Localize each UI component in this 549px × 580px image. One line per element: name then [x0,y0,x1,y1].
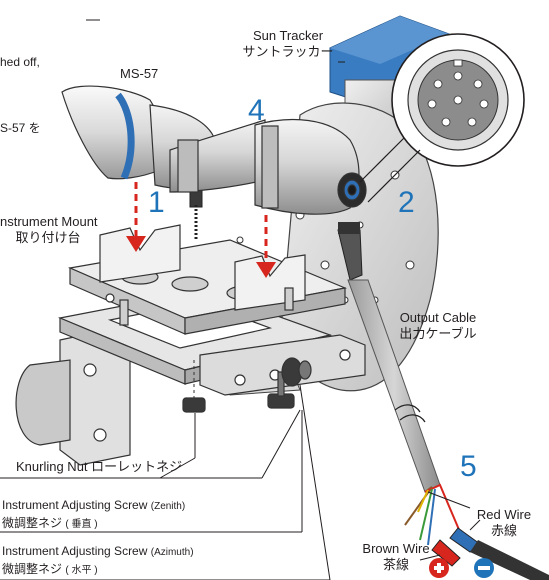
tracker-top-face [330,16,449,64]
knurling-nut [182,397,206,413]
output-cable-jp: 出力ケーブル [399,326,477,341]
red-wire-jp: 赤線 [490,523,517,538]
red-wire-en: Red Wire [476,507,532,522]
connector-zoom [359,33,525,203]
probe-brown [431,539,461,567]
knurling-nut-label: Knurling Nut ローレットネジ [16,459,183,474]
plus-icon [429,558,449,578]
zenith-screw-label: Instrument Adjusting Screw (Zenith) 微調整ネ… [2,497,362,533]
minus-icon [474,558,494,578]
zenith-jp-tag: ( 垂直 ) [65,519,98,530]
mount-en: nstrument Mount [0,214,98,229]
azimuth-jp-tag: ( 水平 ) [65,565,98,576]
brown-wire-jp: 茶線 [382,557,409,572]
ms57-instrument [61,85,367,215]
sun-tracker-jp: サントラッカー [242,44,334,59]
brown-wire-en: Brown Wire [362,541,430,556]
zenith-tag: (Zenith) [150,501,186,512]
azimuth-en: Instrument Adjusting Screw [2,544,148,558]
mount-jp: 取り付け台 [15,230,81,245]
sun-tracker-en: Sun Tracker [252,28,324,43]
azimuth-screw-label: Instrument Adjusting Screw (Azimuth) 微調整… [2,543,362,579]
step-2: 2 [398,186,415,219]
step-5: 5 [460,450,477,483]
top-left-text-2: S-57 を [0,121,41,135]
output-cable-en: Output Cable [399,310,477,325]
step-4: 4 [248,94,265,127]
v-block-left [99,224,181,283]
output-cable [337,222,549,580]
mount-label: nstrument Mount 取り付け台 [0,214,98,246]
brown-wire-label: Brown Wire 茶線 [358,541,434,573]
red-wire-label: Red Wire 赤線 [466,507,542,539]
step-1: 1 [148,186,165,219]
mount-assembly [15,224,366,466]
placement-arrows [126,182,276,278]
threaded-rod [189,184,203,240]
sun-tracker-label: Sun Tracker サントラッカー [238,28,338,60]
ms57-label: MS-57 [120,66,159,81]
zenith-en: Instrument Adjusting Screw [2,498,148,512]
ms57-cone [61,85,166,180]
azimuth-tag: (Azimuth) [150,547,194,558]
zenith-jp: 微調整ネジ [2,516,63,530]
top-left-text-1: hed off, [0,55,40,69]
output-cable-label: Output Cable 出力ケーブル [388,310,488,342]
leader-lines [0,61,481,580]
azimuth-jp: 微調整ネジ [2,562,63,576]
